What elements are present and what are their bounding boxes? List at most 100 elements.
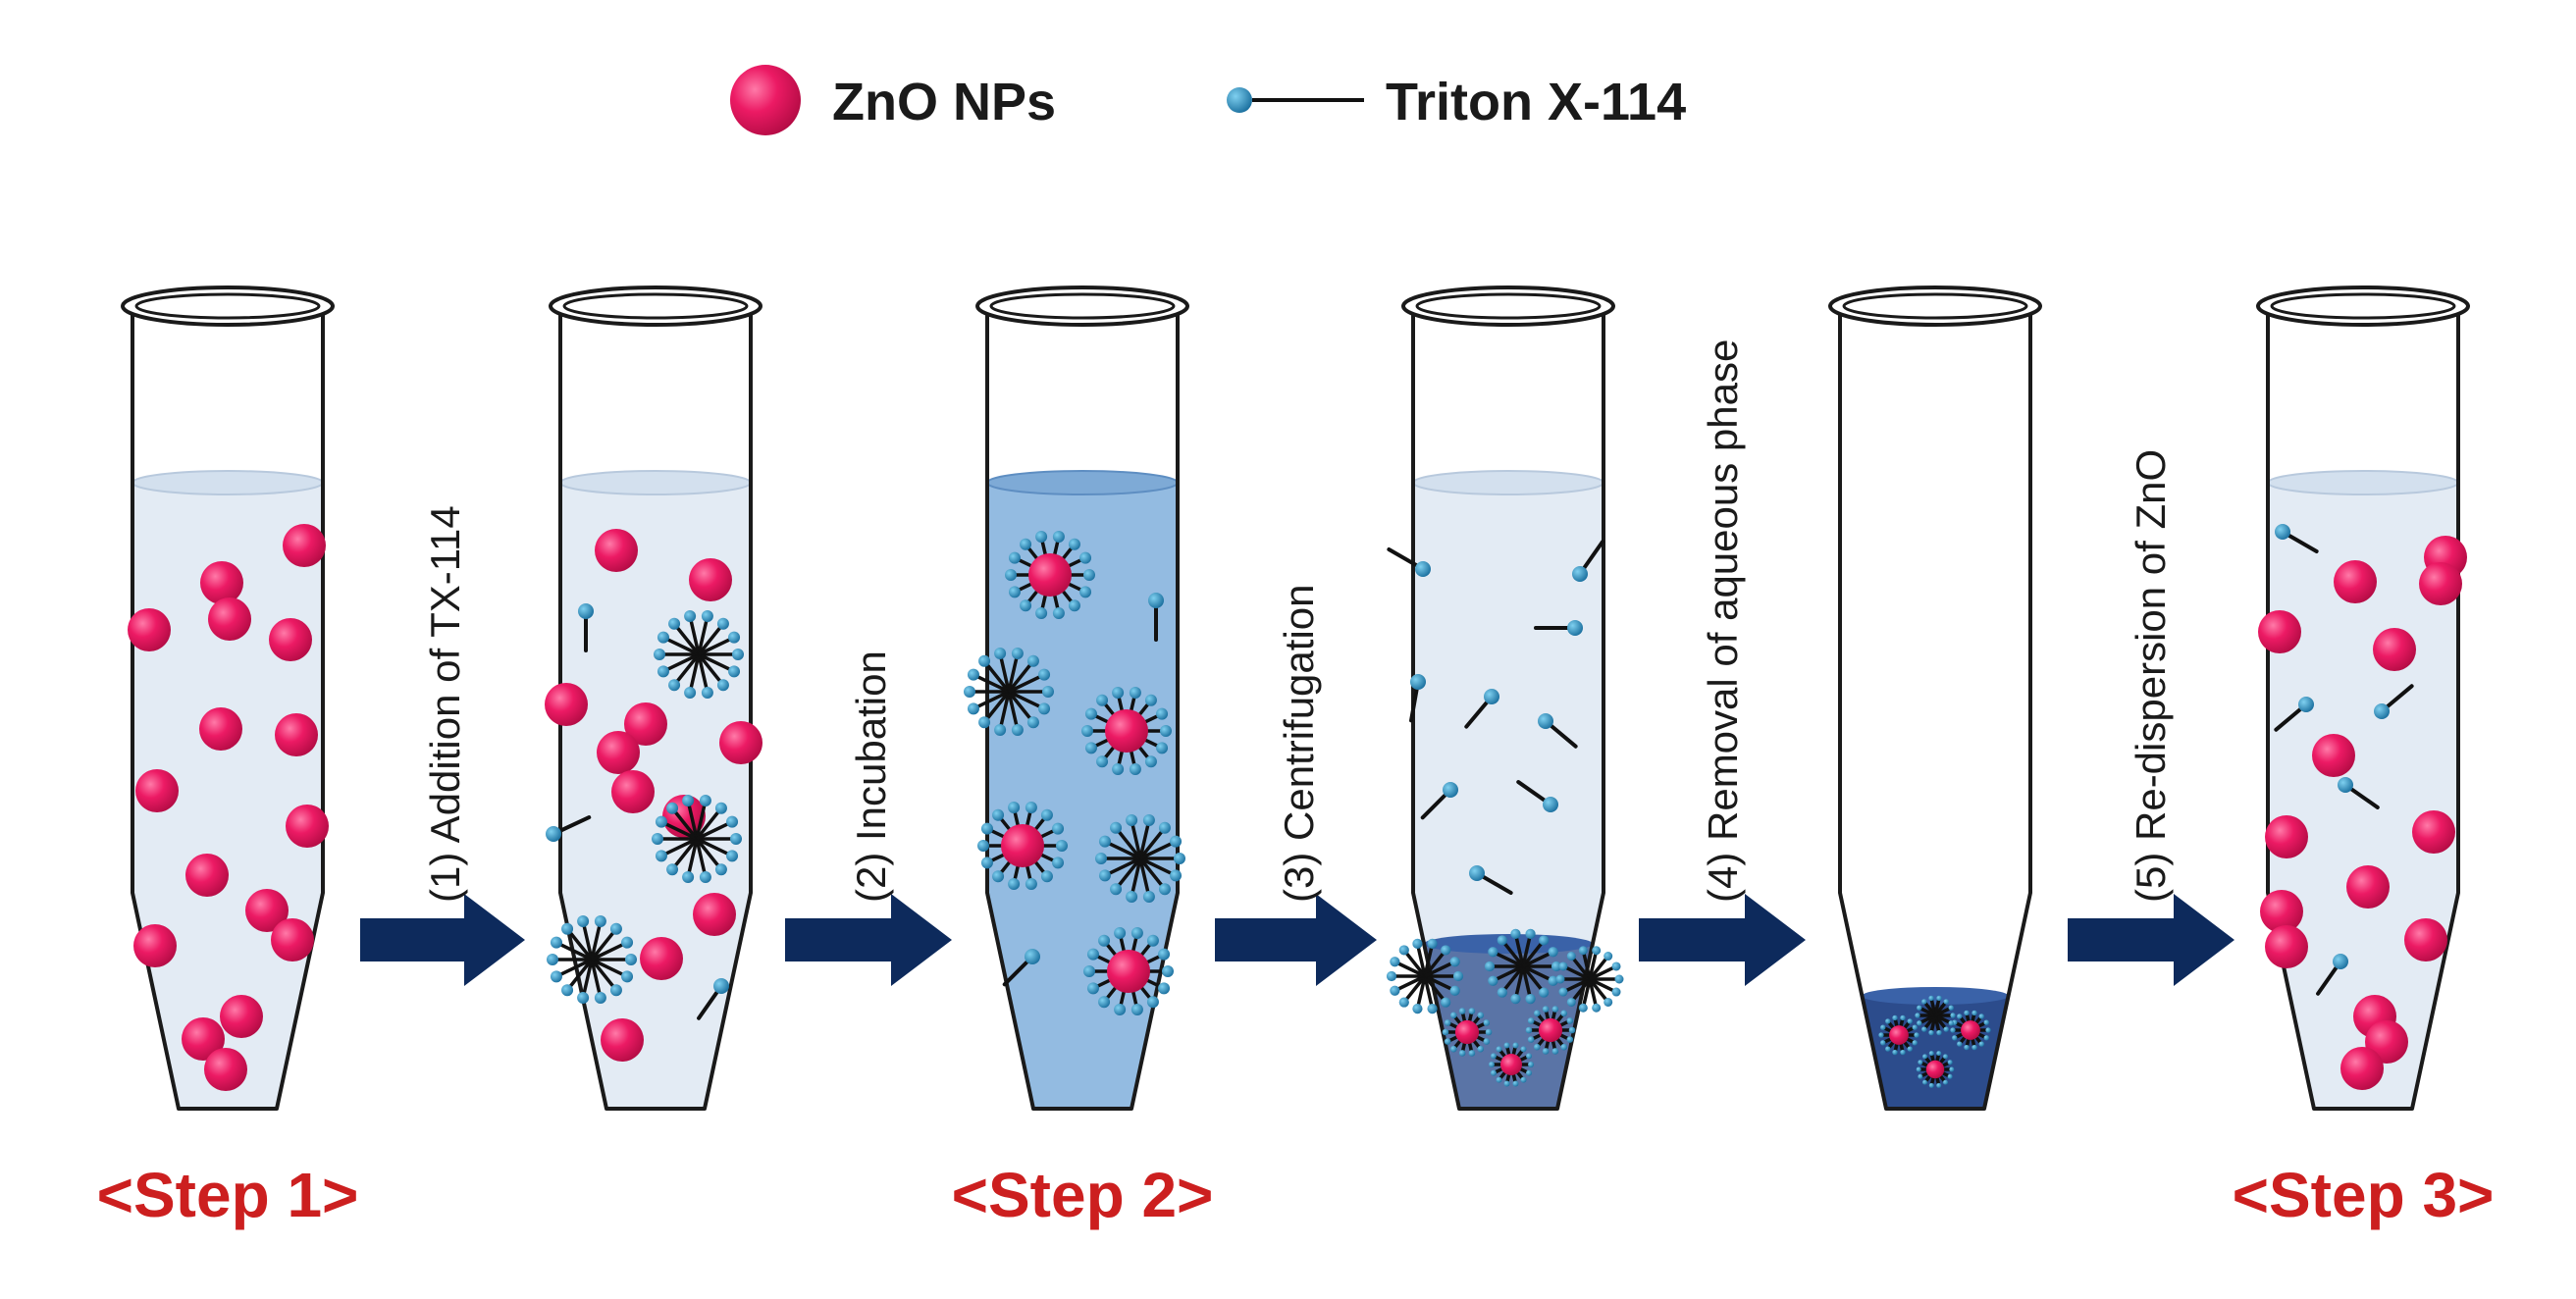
micelle-tail — [1588, 977, 1610, 1004]
micelle-head — [1936, 1082, 1942, 1088]
micelle-head — [1158, 821, 1171, 834]
micelle-head — [594, 991, 606, 1004]
micelle-tail — [697, 652, 725, 687]
micelle-head — [1928, 995, 1934, 1002]
tube-rim-inner — [989, 292, 1176, 320]
micelle-head — [1098, 869, 1111, 882]
micelle-head — [1488, 947, 1498, 958]
surfactant-head — [713, 978, 729, 994]
micelle-head — [1497, 935, 1507, 946]
micelle-head — [1548, 947, 1558, 958]
micelle-tail — [1007, 652, 1020, 693]
micelle-head — [1510, 928, 1521, 939]
micelle-core — [1961, 1020, 1980, 1040]
micelle-head — [1512, 1042, 1519, 1049]
surfactant-molecule — [2274, 697, 2314, 732]
micelle-head — [1008, 802, 1021, 814]
micelle-head — [666, 863, 679, 876]
micelle-tail — [1521, 933, 1533, 967]
micelle-tail — [1423, 975, 1435, 1010]
micelle-head — [1081, 725, 1093, 737]
micelle-head — [1086, 948, 1099, 961]
micelle-head — [699, 870, 711, 883]
micelle-head — [1510, 994, 1521, 1005]
nanoparticle — [182, 1017, 225, 1061]
micelle-head — [1916, 1066, 1921, 1072]
micelle-head — [1928, 1082, 1934, 1088]
micelle-head — [1555, 974, 1565, 984]
micelle-tail — [686, 838, 699, 878]
nanoparticle — [2340, 1047, 2384, 1090]
micelle-head — [1525, 1026, 1533, 1034]
process-arrow — [1215, 894, 1377, 986]
micelle-head — [714, 802, 727, 814]
loaded-micelle — [1525, 1006, 1576, 1055]
micelle-head — [1528, 1062, 1534, 1067]
surfactant-head — [1443, 782, 1458, 798]
micelle-head — [1983, 1019, 1989, 1025]
tube-wall — [1838, 306, 2032, 1111]
micelle-head — [1603, 997, 1613, 1007]
empty-micelle — [964, 648, 1054, 736]
micelle-tail — [1589, 977, 1617, 994]
stage-labels: <Step 1><Step 2><Step 3> — [97, 1160, 2495, 1230]
micelle-head — [1484, 961, 1496, 972]
micelle-tail — [1424, 960, 1456, 978]
micelle-head — [1056, 840, 1068, 852]
micelle-tail — [1415, 943, 1427, 977]
micelle-tail — [695, 800, 708, 840]
micelle-tail — [1423, 943, 1435, 977]
nanoparticle — [595, 529, 638, 572]
surfactant-head — [546, 826, 561, 842]
micelle-core — [1028, 553, 1072, 597]
micelle-head — [730, 833, 742, 845]
micelle-head — [666, 802, 679, 814]
surfactant-head — [1410, 674, 1426, 690]
micelle-head — [609, 922, 622, 935]
micelle-head — [657, 665, 669, 678]
micelle-head — [1444, 1019, 1451, 1026]
micelle-head — [682, 795, 695, 807]
micelle-head — [1468, 1008, 1476, 1014]
nanoparticle — [2258, 610, 2301, 653]
micelle-tail — [1138, 819, 1151, 859]
micelle-head — [1144, 755, 1157, 768]
tube-wall — [1411, 306, 1605, 1111]
micelle-head — [655, 850, 667, 862]
phase-boundary — [1862, 987, 2009, 1005]
micelle-head — [1412, 938, 1423, 949]
nanoparticle — [220, 995, 263, 1038]
micelle-head — [1503, 1042, 1510, 1049]
legend-nanoparticle-label: ZnO NPs — [832, 73, 1056, 131]
micelle-head — [980, 857, 993, 869]
tube-particles — [1386, 540, 1624, 1087]
micelle-head — [1386, 970, 1397, 982]
micelle-tail — [660, 820, 698, 841]
micelle-tail — [695, 838, 708, 878]
micelle-head — [1947, 1060, 1953, 1065]
loaded-micelle — [1916, 1051, 1955, 1088]
micelle-head — [1566, 1036, 1574, 1043]
micelle-head — [1158, 982, 1171, 995]
micelle-head — [1130, 927, 1143, 940]
micelle-tail — [662, 652, 700, 673]
micelle-tail — [688, 653, 701, 694]
nanoparticle — [269, 618, 312, 661]
micelle-head — [1527, 1017, 1535, 1024]
micelle-head — [1441, 997, 1451, 1008]
tube-rim-inner — [2270, 292, 2456, 320]
loaded-micelle — [1005, 531, 1095, 619]
micelle-head — [1985, 1027, 1991, 1033]
micelle-tail — [590, 927, 618, 961]
micelle-core — [1500, 1054, 1522, 1075]
micelle-tail — [565, 927, 594, 961]
stage-label: <Step 2> — [952, 1160, 1214, 1230]
micelle-head — [1114, 927, 1127, 940]
micelle-head — [1040, 870, 1053, 883]
micelle-head — [1042, 686, 1054, 698]
micelle-head — [1907, 1018, 1913, 1024]
nanoparticle — [2265, 925, 2308, 968]
micelle-head — [1614, 974, 1624, 984]
surfactant-head — [1148, 593, 1164, 608]
loaded-micelle — [1442, 1008, 1493, 1057]
